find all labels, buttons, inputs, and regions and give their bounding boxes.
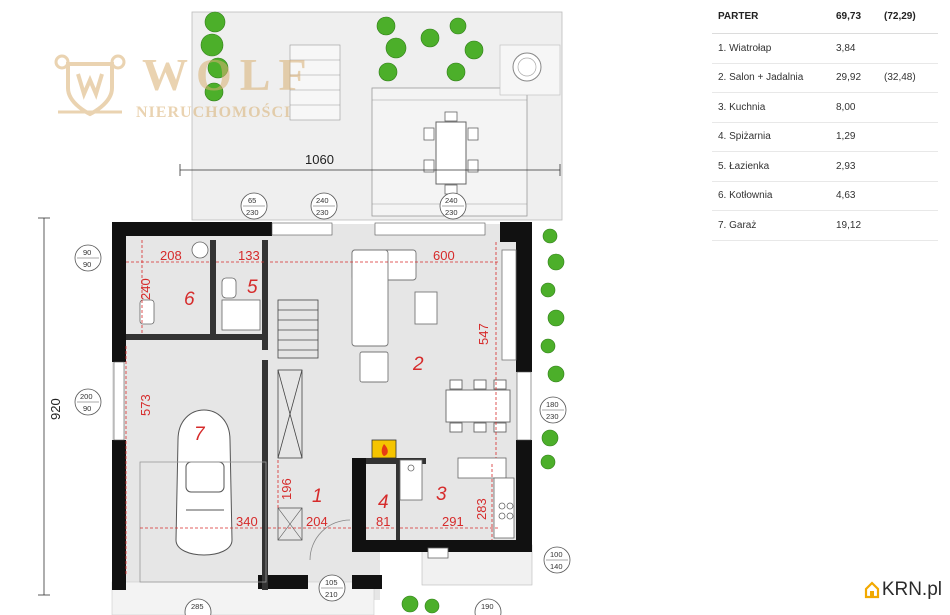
dim-240: 240 [138,278,153,300]
krn-logo[interactable]: KRN.pl [864,579,942,601]
table-row: 2. Salon + Jadalnia 29,92 (32,48) [712,64,938,93]
header-name: PARTER [718,11,759,22]
opening-marker: 240 230 [439,192,467,220]
fireplace-icon [371,439,397,459]
room-area: 1,29 [836,131,856,143]
table-row: 6. Kotłownia 4,63 [712,182,938,211]
room-name: 7. Garaż [718,219,757,231]
overall-depth-label: 920 [48,398,63,420]
room-number-6: 6 [184,289,195,310]
room-number-5: 5 [247,277,258,298]
house-icon [864,581,879,599]
dim-291: 291 [442,514,464,529]
opening-marker: 285 [184,598,212,615]
room-name: 6. Kotłownia [718,190,773,202]
svg-text:240: 240 [445,196,458,205]
area-table: PARTER 69,73 (72,29) 1. Wiatrołap 3,84 2… [712,0,938,241]
table-row: 1. Wiatrołap 3,84 [712,34,938,64]
table-row: 5. Łazienka 2,93 [712,152,938,182]
dining-table [445,379,511,433]
room-name: 2. Salon + Jadalnia [718,72,804,84]
opening-marker: 100 140 [543,546,571,574]
svg-text:90: 90 [83,404,91,413]
interior-walls [126,240,426,590]
svg-text:200: 200 [80,392,93,401]
opening-marker: 65 230 [240,192,268,220]
dim-196: 196 [279,478,294,500]
table-header-row: PARTER 69,73 (72,29) [712,0,938,34]
dim-208: 208 [160,248,182,263]
dim-81: 81 [376,514,390,529]
svg-text:240: 240 [316,196,329,205]
svg-text:90: 90 [83,248,91,257]
svg-text:230: 230 [316,208,329,217]
svg-text:180: 180 [546,400,559,409]
room-name: 1. Wiatrołap [718,42,772,54]
room-name: 3. Kuchnia [718,101,766,113]
svg-text:230: 230 [546,412,559,421]
overall-width-label: 1060 [305,152,334,167]
krn-logo-text: KRN.pl [881,579,942,600]
staircase [277,299,319,459]
room-name: 5. Łazienka [718,160,770,172]
dim-283: 283 [474,498,489,520]
watermark-subtitle: NIERUCHOMOŚCI [136,104,292,121]
dim-600: 600 [433,248,455,263]
dim-340: 340 [236,514,258,529]
svg-text:105: 105 [325,578,338,587]
plants [200,11,565,614]
room-number-4: 4 [378,492,389,513]
room-area: 2,93 [836,160,856,172]
room-number-3: 3 [436,484,447,505]
table-row: 3. Kuchnia 8,00 [712,93,938,123]
car-icon [175,409,233,556]
room-name: 4. Spiżarnia [718,131,771,143]
svg-text:190: 190 [481,602,494,611]
svg-text:230: 230 [445,208,458,217]
dim-547: 547 [476,323,491,345]
svg-text:65: 65 [248,196,256,205]
opening-marker: 190 [474,598,502,615]
opening-marker: 180 230 [539,396,567,424]
dim-573: 573 [138,394,153,416]
sofa [351,249,438,383]
svg-text:230: 230 [246,208,259,217]
floor-plan: 1060 920 [38,11,571,615]
exterior-walls [112,222,532,590]
dim-133: 133 [238,248,260,263]
svg-text:100: 100 [550,550,563,559]
room-number-2: 2 [412,354,424,375]
kitchen-counter [399,457,515,559]
header-area: 69,73 [836,11,862,22]
opening-marker: 105 210 [318,574,346,602]
room-area: 4,63 [836,190,856,202]
opening-marker: 90 90 [74,244,102,272]
svg-text:140: 140 [550,562,563,571]
windows [113,222,532,441]
room-area: 29,92 [836,72,862,84]
table-row: 7. Garaż 19,12 [712,211,938,241]
opening-marker: 200 90 [74,388,102,416]
dim-204: 204 [306,514,328,529]
room-area: 19,12 [836,219,862,231]
room-number-1: 1 [312,486,323,507]
room-area: 3,84 [836,42,856,54]
table-row: 4. Spiżarnia 1,29 [712,123,938,152]
wolf-crest-icon [54,54,126,117]
watermark-brand: WOLF [142,49,315,100]
header-alt: (72,29) [884,11,916,22]
bathroom-fixtures [139,241,261,331]
room-area-alt: (32,48) [884,72,916,84]
watermark: WOLF NIERUCHOMOŚCI [48,44,338,126]
room-number-7: 7 [194,424,206,445]
room-area: 8,00 [836,101,856,113]
terrace-table [423,111,479,195]
opening-marker: 240 230 [310,192,338,220]
tv-cabinet [501,249,517,361]
svg-text:285: 285 [191,602,204,611]
svg-text:210: 210 [325,590,338,599]
svg-text:90: 90 [83,260,91,269]
